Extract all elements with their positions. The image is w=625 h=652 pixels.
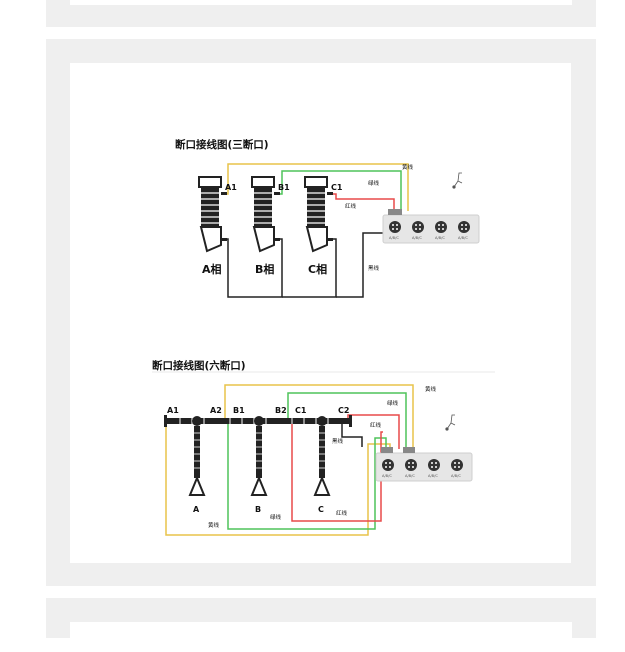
d2-column-b bbox=[250, 416, 268, 496]
d2-probe-icon bbox=[445, 414, 456, 431]
wiring-diagram-card: 断口接线图(三断口) bbox=[70, 63, 571, 563]
d1-label-green: 绿线 bbox=[368, 179, 380, 187]
d1-label-black: 黑线 bbox=[368, 264, 380, 272]
d1-red-wire bbox=[330, 193, 395, 211]
d1-port-label-2: A/B/C bbox=[412, 236, 422, 240]
bottom-card bbox=[70, 622, 572, 652]
main-panel: 断口接线图(三断口) bbox=[46, 39, 596, 586]
d1-port-label-3: A/B/C bbox=[435, 236, 445, 240]
d1-breaker-b bbox=[251, 176, 280, 253]
d2-yellow-wire bbox=[224, 384, 414, 449]
d2-port-label-4: A/B/C bbox=[451, 474, 461, 478]
d1-label-yellow: 黄线 bbox=[402, 163, 414, 171]
d1-terminal-b1: B1 bbox=[278, 183, 290, 192]
three-break-diagram: 断口接线图(三断口) bbox=[175, 138, 480, 298]
d2-green-wire bbox=[287, 392, 407, 449]
d1-instrument: A/B/C A/B/C A/B/C A/B/C bbox=[382, 209, 480, 244]
d1-terminal-a1: A1 bbox=[225, 183, 237, 192]
d1-label-red: 红线 bbox=[345, 202, 357, 210]
d2-column-a bbox=[188, 416, 206, 496]
d1-breaker-a bbox=[198, 176, 227, 253]
d2-terminal-b1: B1 bbox=[233, 406, 245, 415]
d1-phase-c: C相 bbox=[308, 262, 327, 276]
d2-terminal-b2: B2 bbox=[275, 406, 287, 415]
bottom-panel bbox=[46, 598, 596, 652]
d2-label-green-top: 绿线 bbox=[387, 399, 399, 407]
d2-phase-b: B bbox=[255, 505, 261, 514]
d1-black-wire bbox=[336, 232, 389, 298]
d1-phase-b: B相 bbox=[255, 262, 274, 276]
d1-port-label-1: A/B/C bbox=[389, 236, 399, 240]
d2-black-wire bbox=[341, 423, 363, 447]
d2-label-yellow-bottom: 黄线 bbox=[208, 521, 220, 529]
d2-port-label-3: A/B/C bbox=[428, 474, 438, 478]
d2-label-red-bottom: 红线 bbox=[336, 509, 348, 517]
d2-column-c bbox=[313, 416, 331, 496]
d2-label-yellow-top: 黄线 bbox=[425, 385, 437, 393]
d2-terminal-c1: C1 bbox=[295, 406, 307, 415]
d2-port-label-1: A/B/C bbox=[382, 474, 392, 478]
d2-label-red-top: 红线 bbox=[370, 421, 382, 429]
d2-red-wire bbox=[347, 414, 400, 449]
diagram1-wires bbox=[225, 163, 409, 298]
diagram2-wires bbox=[165, 384, 414, 536]
top-panel bbox=[46, 0, 596, 27]
d1-phase-a: A相 bbox=[202, 262, 222, 276]
diagram1-title: 断口接线图(三断口) bbox=[175, 138, 269, 151]
d1-breaker-c bbox=[304, 176, 333, 253]
top-card bbox=[70, 0, 572, 5]
d2-label-green-bottom: 绿线 bbox=[270, 513, 282, 521]
d2-port-label-2: A/B/C bbox=[405, 474, 415, 478]
d2-terminal-c2: C2 bbox=[338, 406, 349, 415]
d2-instrument: A/B/C A/B/C A/B/C A/B/C bbox=[375, 447, 473, 482]
d1-green-wire bbox=[278, 170, 402, 211]
wiring-diagram-figure: 断口接线图(三断口) bbox=[152, 138, 495, 536]
d1-port-label-4: A/B/C bbox=[458, 236, 468, 240]
diagram2-title: 断口接线图(六断口) bbox=[152, 359, 246, 372]
d2-terminal-a1: A1 bbox=[167, 406, 179, 415]
d1-terminal-c1: C1 bbox=[331, 183, 343, 192]
d2-terminal-a2: A2 bbox=[210, 406, 222, 415]
d2-label-black: 黑线 bbox=[332, 437, 344, 445]
d1-probe-icon bbox=[452, 172, 463, 189]
d2-phase-a: A bbox=[193, 505, 200, 514]
d2-phase-c: C bbox=[318, 505, 324, 514]
six-break-diagram: 断口接线图(六断口) bbox=[152, 359, 495, 536]
